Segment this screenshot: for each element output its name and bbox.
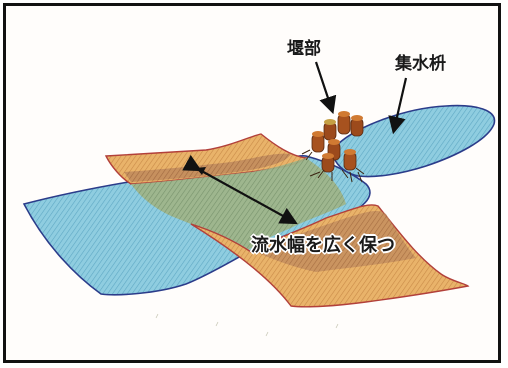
catch-basin bbox=[332, 104, 496, 178]
flow-width-label: 流水幅を広く保つ bbox=[251, 235, 395, 256]
tree-stump-icon bbox=[350, 115, 364, 137]
weir-label: 堰部 bbox=[287, 39, 321, 59]
weir-stumps bbox=[301, 111, 365, 183]
diagram-frame: 堰部 集水枡 流水幅を広く保つ bbox=[3, 3, 501, 363]
catch-basin-label: 集水枡 bbox=[395, 54, 446, 74]
tree-stump-icon bbox=[323, 119, 337, 141]
diagram-canvas bbox=[22, 61, 496, 337]
stump-roots bbox=[301, 149, 365, 183]
tree-stump-icon bbox=[321, 153, 335, 173]
tree-stump-icon bbox=[337, 111, 351, 135]
basin-pointer-arrow bbox=[388, 77, 408, 135]
tree-stump-icon bbox=[343, 149, 357, 171]
lower-bank-shadow bbox=[256, 211, 416, 272]
weir-pointer-arrow bbox=[314, 61, 337, 115]
tree-stump-icon bbox=[311, 131, 325, 153]
ground-marks bbox=[155, 313, 339, 337]
arrow-icon bbox=[196, 167, 206, 175]
flow-width-arrow bbox=[182, 154, 298, 225]
